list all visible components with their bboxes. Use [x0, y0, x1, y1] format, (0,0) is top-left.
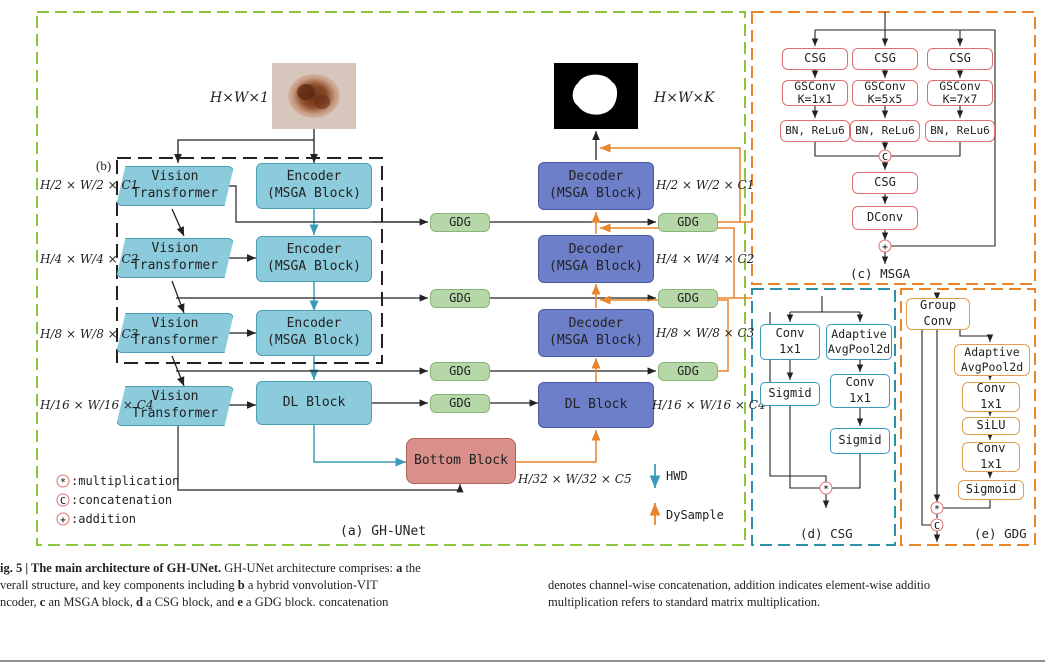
decoder-2: Decoder (MSGA Block) — [538, 235, 654, 283]
csg-sigmid-right: Sigmid — [830, 428, 890, 454]
vision-transformer-4: Vision Transformer — [116, 386, 234, 426]
scale-s16-right: H/16 × W/16 × C4 — [652, 398, 766, 412]
caption-text: an MSGA block, — [45, 595, 136, 609]
legend-symbols: * C + — [56, 474, 70, 526]
msga-gsconv-1x1: GSConv K=1x1 — [782, 80, 848, 106]
caption-text: ncoder, — [0, 595, 40, 609]
msga-csg-3: CSG — [927, 48, 993, 70]
caption-letter-e: e — [237, 595, 243, 609]
svg-text:+: + — [60, 515, 66, 526]
caption-letter-a: a — [396, 561, 403, 575]
msga-gsconv-7x7: GSConv K=7x7 — [927, 80, 993, 106]
csg-conv-left: Conv 1x1 — [760, 324, 820, 360]
scale-s16-left: H/16 × W/16 × C4 — [40, 398, 154, 412]
label-b: (b) — [96, 158, 112, 173]
bottom-block: Bottom Block — [406, 438, 516, 484]
caption-text: denotes channel-wise concatenation, addi… — [548, 578, 931, 592]
hybrid-encoder-border — [116, 157, 383, 364]
dl-block-encoder: DL Block — [256, 381, 372, 425]
panel-a-title: (a) GH-UNet — [340, 524, 427, 539]
figure-label: ig. 5 | The main architecture of GH-UNet… — [0, 561, 222, 575]
caption-text: multiplication refers to standard matrix… — [548, 595, 821, 609]
scale-s2-left: H/2 × W/2 × C1 — [40, 178, 139, 192]
svg-text:C: C — [934, 521, 940, 532]
msga-gsconv-5x5: GSConv K=5x5 — [852, 80, 918, 106]
csg-conv-right: Conv 1x1 — [830, 374, 890, 408]
scale-s8-left: H/8 × W/8 × C3 — [40, 327, 139, 341]
gdg-silu: SiLU — [962, 417, 1020, 435]
input-dim: H×W×1 — [210, 90, 269, 106]
legend-dysample: DySample — [666, 508, 724, 522]
encoder-3: Encoder (MSGA Block) — [256, 310, 372, 356]
caption-text: a CSG block, and — [142, 595, 238, 609]
figure-caption-right: denotes channel-wise concatenation, addi… — [548, 577, 1045, 611]
msga-bn-3: BN, ReLu6 — [925, 120, 995, 142]
gdg-adaptive-pool: Adaptive AvgPool2d — [954, 344, 1030, 376]
panel-c-title: (c) MSGA — [850, 266, 911, 281]
msga-bn-2: BN, ReLu6 — [850, 120, 920, 142]
gdg-skip-3-right: GDG — [658, 362, 718, 381]
encoder-2: Encoder (MSGA Block) — [256, 236, 372, 282]
gdg-skip-1-right: GDG — [658, 213, 718, 232]
gdg-conv-1: Conv 1x1 — [962, 381, 1020, 412]
gdg-skip-2-right: GDG — [658, 289, 718, 308]
caption-text: the — [402, 561, 421, 575]
decoder-1: Decoder (MSGA Block) — [538, 162, 654, 210]
caption-text: GH-UNet architecture comprises: — [221, 561, 397, 575]
gdg-skip-2-left: GDG — [430, 289, 490, 308]
caption-letter-d: d — [135, 595, 143, 609]
svg-text:*: * — [60, 477, 66, 488]
caption-letter-b: b — [237, 578, 245, 592]
panel-e-border — [900, 288, 1036, 546]
csg-adaptive-pool: Adaptive AvgPool2d — [826, 324, 892, 360]
legend-multiplication: :multiplication — [71, 474, 180, 488]
msga-csg-1: CSG — [782, 48, 848, 70]
panel-a-border — [36, 11, 746, 546]
caption-text: a hybrid vonvolution-VIT — [244, 578, 378, 592]
caption-text: verall structure, and key components inc… — [0, 578, 238, 592]
csg-sigmid-left: Sigmid — [760, 382, 820, 406]
svg-text:*: * — [823, 484, 829, 495]
msga-dconv: DConv — [852, 206, 918, 230]
svg-text:+: + — [882, 242, 888, 253]
input-image — [272, 63, 356, 129]
scale-s8-right: H/8 × W/8 × C3 — [656, 326, 755, 340]
panel-d-title: (d) CSG — [800, 526, 853, 541]
scale-s4-left: H/4 × W/4 × C2 — [40, 252, 139, 266]
decoder-3: Decoder (MSGA Block) — [538, 309, 654, 357]
vision-transformer-2: Vision Transformer — [116, 238, 234, 278]
svg-text:C: C — [882, 152, 888, 163]
legend-concatenation: :concatenation — [71, 493, 173, 507]
legend-addition: :addition — [71, 512, 137, 526]
output-dim: H×W×K — [654, 90, 715, 106]
scale-s32: H/32 × W/32 × C5 — [518, 472, 632, 486]
msga-csg-2: CSG — [852, 48, 918, 70]
gdg-dl: GDG — [430, 394, 490, 413]
legend-hwd: HWD — [666, 469, 688, 483]
caption-letter-c: c — [39, 595, 46, 609]
output-mask — [554, 63, 638, 129]
panel-d-border — [751, 288, 896, 546]
figure-caption-left: ig. 5 | The main architecture of GH-UNet… — [0, 560, 530, 611]
gdg-sigmoid: Sigmoid — [958, 480, 1024, 500]
panel-e-title: (e) GDG — [974, 526, 1027, 541]
encoder-1: Encoder (MSGA Block) — [256, 163, 372, 209]
scale-s2-right: H/2 × W/2 × C1 — [656, 178, 755, 192]
gdg-skip-1-left: GDG — [430, 213, 490, 232]
msga-bn-1: BN, ReLu6 — [780, 120, 850, 142]
svg-text:*: * — [934, 504, 940, 515]
gdg-group-conv: Group Conv — [906, 298, 970, 330]
dl-block-decoder: DL Block — [538, 382, 654, 428]
caption-text: a GDG block. concatenation — [242, 595, 389, 609]
panel-c-border — [751, 11, 1036, 285]
msga-csg-merge: CSG — [852, 172, 918, 194]
gdg-conv-2: Conv 1x1 — [962, 441, 1020, 472]
gdg-skip-3-left: GDG — [430, 362, 490, 381]
scale-s4-right: H/4 × W/4 × C2 — [656, 252, 755, 266]
svg-text:C: C — [60, 496, 66, 507]
